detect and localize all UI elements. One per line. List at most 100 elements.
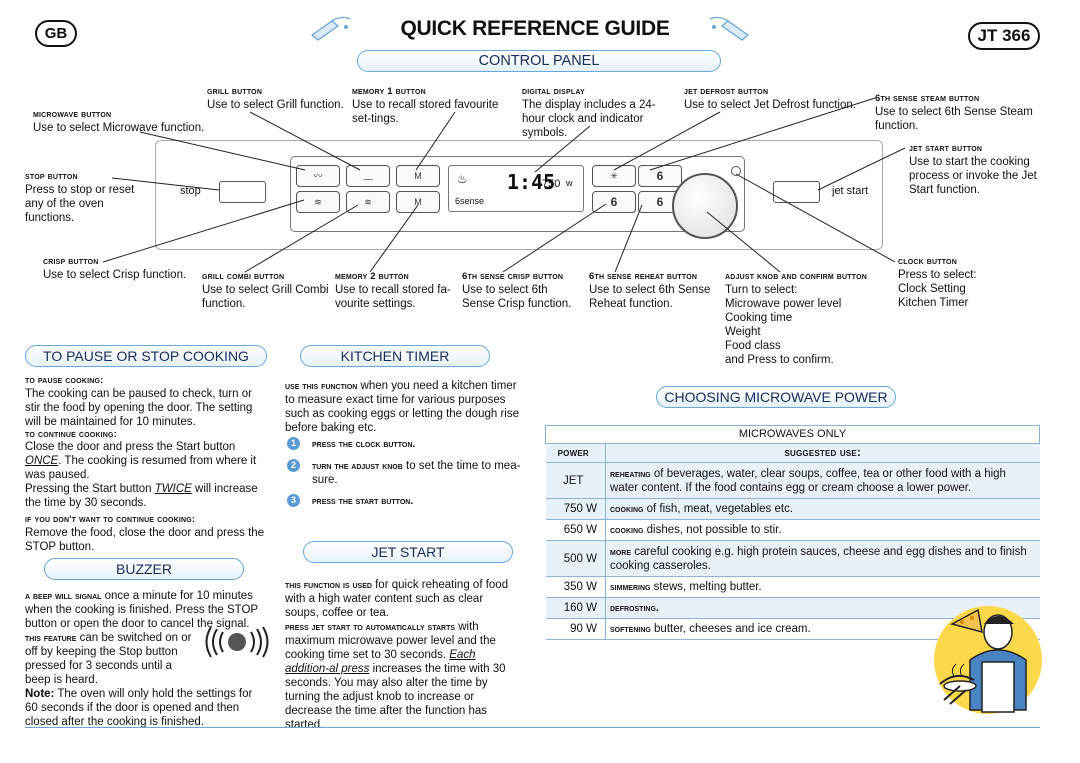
- grill-button-callout: Grill button Use to select Grill functio…: [207, 86, 347, 112]
- callout-text: Turn to select:: [725, 283, 798, 296]
- speaker-sound-icon: [205, 626, 269, 658]
- display-time: 1:45: [507, 170, 556, 194]
- callout-text: Use to select Jet Defrost function.: [684, 98, 856, 111]
- callout-text: Use to select Grill function.: [207, 98, 344, 111]
- callout-title: 6th Sense Reheat button: [589, 271, 698, 282]
- table-row: 160 WDefrosting.: [545, 597, 1040, 619]
- country-badge: GB: [35, 20, 77, 47]
- table-row: 350 WSimmering stews, melting butter.: [545, 576, 1040, 598]
- stop-button[interactable]: [219, 181, 266, 203]
- chef-illustration: [934, 606, 1042, 714]
- callout-text: Press to select:: [898, 268, 977, 281]
- sixth-sense-steam-button[interactable]: 6: [638, 165, 682, 187]
- timer-step-3: 3Press the Start button.: [287, 494, 530, 508]
- display-clock-icon: ♨: [457, 172, 468, 186]
- timer-intro: Use this function when you need a kitche…: [285, 380, 519, 435]
- footer-rule: [25, 727, 1040, 728]
- display-unit: w: [566, 178, 573, 188]
- callout-title: Digital display: [522, 86, 585, 97]
- stop-label: stop: [180, 185, 201, 197]
- callout-title: Grill button: [207, 86, 263, 97]
- jet-start-intro: This function is used for quick reheatin…: [285, 579, 509, 620]
- callout-item: Clock Setting: [898, 282, 966, 295]
- display-sense: 6sense: [455, 196, 485, 206]
- microwave-power-heading: CHOOSING MICROWAVE POWER: [656, 386, 896, 408]
- display-power: 750: [542, 178, 561, 190]
- callout-title: Memory 2 button: [335, 271, 409, 282]
- microwave-power-table: MICROWAVES ONLY PowerSuggested use: JETR…: [545, 424, 1040, 641]
- callout-text: Use to select Grill Combi function.: [202, 283, 329, 310]
- clock-button[interactable]: [731, 166, 741, 176]
- callout-title: Clock button: [898, 256, 957, 267]
- callout-text: The display includes a 24-hour clock and…: [522, 98, 656, 139]
- grill-combi-button[interactable]: ≋: [346, 191, 390, 213]
- pause-subheading: To pause cooking:: [25, 375, 104, 386]
- stop-text: Remove the food, close the door and pres…: [25, 526, 265, 553]
- callout-title: Jet Defrost button: [684, 86, 769, 97]
- microwave-button[interactable]: 〰: [296, 165, 340, 187]
- callout-item: and Press to confirm.: [725, 353, 834, 366]
- callout-text: Use to select Microwave function.: [33, 121, 205, 134]
- buzzer-heading: BUZZER: [44, 558, 244, 580]
- memory1-button[interactable]: M: [396, 165, 440, 187]
- timer-step-1: 1Press the Clock button.: [287, 437, 530, 451]
- callout-title: Jet Start button: [909, 143, 983, 154]
- control-panel-inner: [290, 156, 745, 232]
- grill-button[interactable]: ﹏: [346, 165, 390, 187]
- control-panel-heading: CONTROL PANEL: [357, 50, 721, 72]
- digital-display-callout: Digital display The display includes a 2…: [522, 86, 678, 140]
- pause-heading: TO PAUSE OR STOP COOKING: [25, 345, 267, 367]
- callout-item: Cooking time: [725, 311, 793, 324]
- callout-text: Use to select 6th Sense Reheat function.: [589, 283, 711, 310]
- step-number: 1: [287, 437, 300, 451]
- digital-display: 1:45 750 w 6sense ♨: [448, 165, 584, 212]
- pause-section: To pause cooking: The cooking can be pau…: [25, 375, 265, 554]
- sixth-sense-crisp-button[interactable]: 6: [592, 191, 636, 213]
- magic-wand-icon: [709, 16, 750, 41]
- callout-title: Stop button: [25, 171, 78, 182]
- callout-item: Weight: [725, 325, 761, 338]
- callout-text: Use to start the cooking process or invo…: [909, 155, 1037, 196]
- callout-text: Use to select 6th Sense Steam function.: [875, 105, 1033, 132]
- callout-lines: [102, 97, 906, 273]
- memory1-callout: Memory 1 button Use to recall stored fav…: [352, 86, 517, 126]
- callout-text: Use to select 6th Sense Crisp function.: [462, 283, 572, 310]
- continue-subheading: To continue cooking:: [25, 428, 118, 440]
- table-row: 90 WSoftening butter, cheeses and ice cr…: [545, 618, 1040, 641]
- jet-start-label: jet start: [832, 185, 869, 197]
- callout-item: Microwave power level: [725, 297, 842, 310]
- callout-text: Use to recall stored favourite set-tings…: [352, 98, 499, 125]
- buzzer-feature: This feature can be switched on or off b…: [25, 632, 192, 687]
- buzzer-note: Note: The oven will only hold the settin…: [25, 688, 253, 729]
- jet-defrost-button[interactable]: ✳: [592, 165, 636, 187]
- table-header: Suggested use:: [605, 443, 1040, 463]
- pause-text: The cooking can be paused to check, turn…: [25, 387, 253, 428]
- callout-title: Adjust knob and Confirm button: [725, 271, 868, 282]
- grill-combi-callout: Grill Combi button Use to select Grill C…: [202, 271, 330, 311]
- stop-subheading: If you don't want to continue cooking:: [25, 514, 196, 526]
- magic-wand-icon: [310, 16, 351, 41]
- callout-text: Use to select Crisp function.: [43, 268, 187, 281]
- step-number: 3: [287, 494, 300, 508]
- sixth-sense-steam-callout: 6th Sense Steam button Use to select 6th…: [875, 93, 1035, 133]
- page-title: QUICK REFERENCE GUIDE: [400, 17, 670, 40]
- kitchen-timer-heading: KITCHEN TIMER: [300, 345, 490, 367]
- table-row: 750 WCooking of fish, meat, vegetables e…: [545, 498, 1040, 520]
- jet-start-text: Press Jet Start to automatically starts …: [285, 621, 506, 732]
- memory2-button[interactable]: M: [396, 191, 440, 213]
- callout-item: Food class: [725, 339, 781, 352]
- jet-start-button[interactable]: [773, 181, 820, 203]
- jet-defrost-callout: Jet Defrost button Use to select Jet Def…: [684, 86, 859, 112]
- table-row: 500 WMore careful cooking e.g. high prot…: [545, 540, 1040, 577]
- callout-text: Press to stop or reset any of the oven f…: [25, 183, 135, 224]
- crisp-callout: Crisp button Use to select Crisp functio…: [43, 256, 193, 282]
- callout-text: Use to recall stored fa-vourite settings…: [335, 283, 451, 310]
- step-number: 2: [287, 459, 300, 473]
- sixth-sense-crisp-callout: 6th Sense Crisp button Use to select 6th…: [462, 271, 582, 311]
- microwave-button-callout: Microwave button Use to select Microwave…: [33, 109, 213, 135]
- jet-start-heading: JET START: [303, 541, 513, 563]
- jet-start-callout: Jet Start button Use to start the cookin…: [909, 143, 1044, 197]
- buzzer-section: A beep will signal once a minute for 10 …: [25, 589, 265, 729]
- buzzer-lead: A beep will signal once a minute for 10 …: [25, 590, 253, 602]
- clock-callout: Clock button Press to select: Clock Sett…: [898, 256, 1028, 310]
